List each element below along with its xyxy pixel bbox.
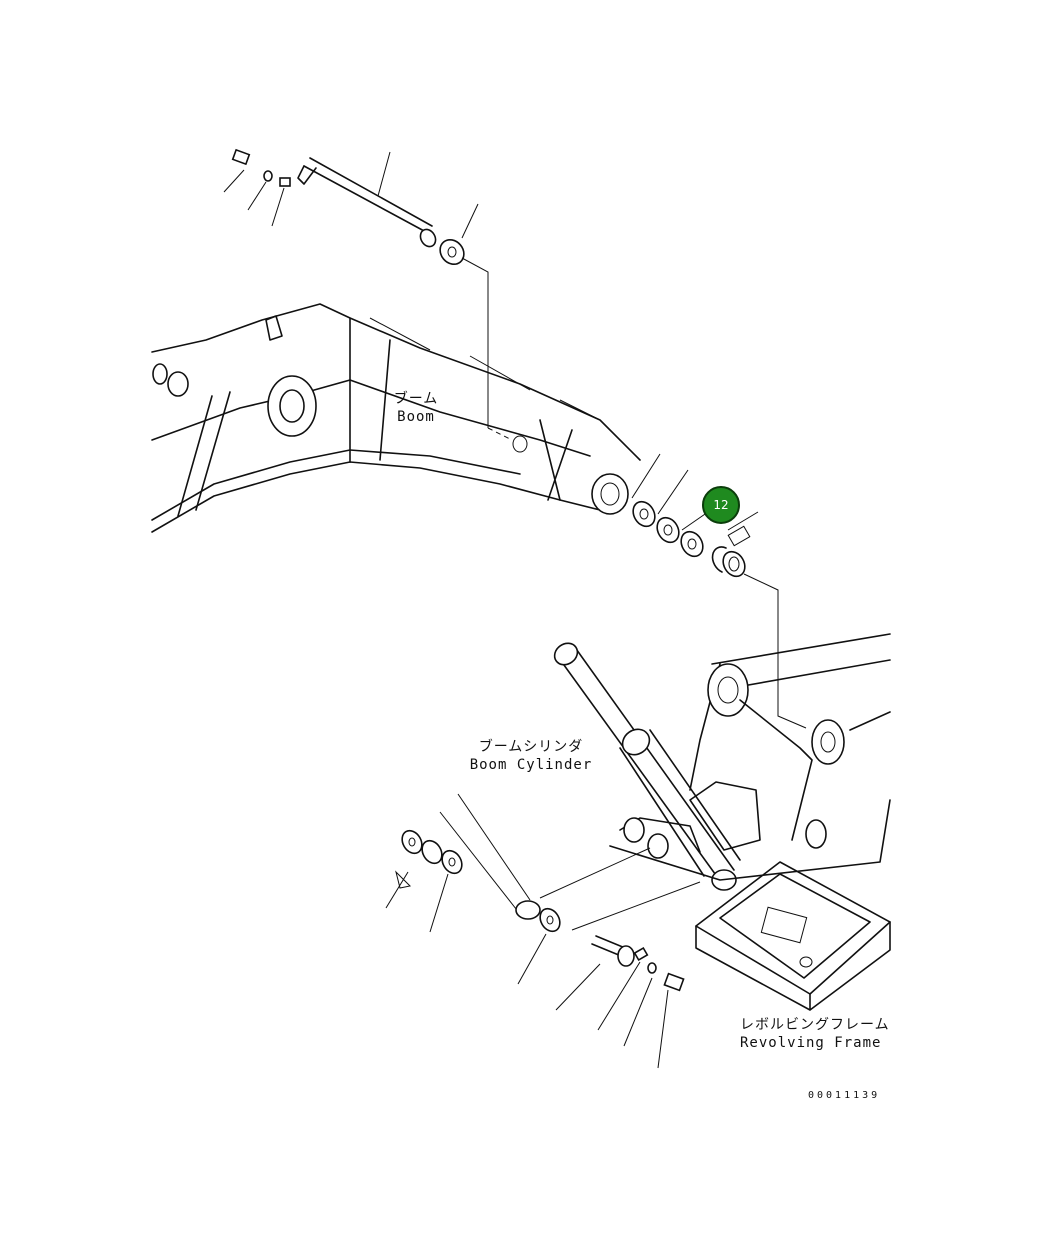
boom-label-jp: ブーム bbox=[393, 391, 439, 407]
boom-label-en: Boom bbox=[397, 409, 435, 425]
washer-stack bbox=[631, 453, 807, 729]
boom-cylinder-label-en: Boom Cylinder bbox=[469, 757, 593, 773]
drawing-code: 00011139 bbox=[808, 1090, 881, 1101]
boom-body bbox=[151, 303, 641, 533]
boom-cylinder bbox=[439, 642, 741, 920]
lower-pin-assembly bbox=[385, 829, 701, 1069]
part-callout-12[interactable]: 12 bbox=[702, 486, 740, 524]
revolving-frame-label-en: Revolving Frame bbox=[740, 1035, 882, 1051]
boom-cylinder-label-jp: ブームシリンダ bbox=[478, 739, 584, 755]
top-pin-assembly bbox=[223, 148, 528, 453]
revolving-frame-label-jp: レボルビングフレーム bbox=[740, 1017, 890, 1033]
revolving-frame bbox=[609, 633, 891, 1011]
